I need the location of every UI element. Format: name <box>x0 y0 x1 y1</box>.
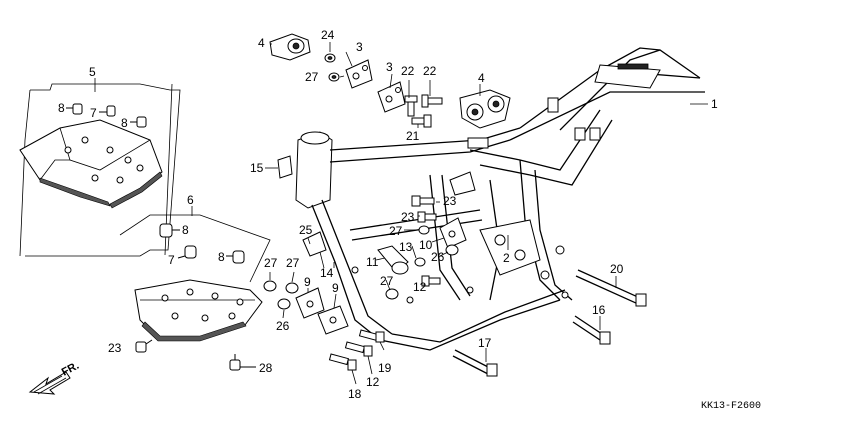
callout-24: 24 <box>321 28 335 42</box>
callout-27: 27 <box>264 256 278 270</box>
callout-14: 14 <box>320 266 334 280</box>
bolt-18 <box>328 353 357 371</box>
bolt-22-b <box>421 94 443 108</box>
callout-12: 12 <box>366 375 380 389</box>
washer-13 <box>414 257 426 267</box>
callout-8: 8 <box>58 101 65 115</box>
callout-27: 27 <box>286 256 300 270</box>
callout-12: 12 <box>413 280 427 294</box>
callout-3: 3 <box>356 40 363 54</box>
tensioner-11 <box>377 245 409 275</box>
callout-23: 23 <box>401 210 415 224</box>
engine-mount-4-right <box>459 89 511 129</box>
callout-6: 6 <box>187 193 194 207</box>
collar-26-mid <box>445 244 459 256</box>
callout-27: 27 <box>389 224 403 238</box>
callout-9: 9 <box>332 281 339 295</box>
callout-20: 20 <box>610 262 624 276</box>
skid-plate-lower <box>134 279 263 342</box>
callout-19: 19 <box>378 361 392 375</box>
callout-27: 27 <box>305 70 319 84</box>
bolt-23-lower <box>135 339 153 353</box>
callout-17: 17 <box>478 336 492 350</box>
callout-7: 7 <box>168 253 175 267</box>
callout-7: 7 <box>90 106 97 120</box>
bracket-10 <box>439 217 467 249</box>
bolt-20 <box>575 269 647 307</box>
bracket-9-a <box>295 287 325 319</box>
callout-labels: 1 2 3 3 4 4 5 6 7 7 8 8 8 8 9 9 10 11 12… <box>58 28 718 401</box>
callout-1: 1 <box>711 97 718 111</box>
callout-22: 22 <box>423 64 437 78</box>
front-direction-label: FR. <box>60 360 81 379</box>
bolt-28 <box>229 354 256 371</box>
callout-8: 8 <box>182 223 189 237</box>
bolt-12-lower <box>344 341 373 357</box>
bolt-12-mid <box>421 275 441 287</box>
skid-plate-lower-group <box>119 214 271 283</box>
washer-24 <box>324 53 336 63</box>
lower-fasteners <box>159 223 245 264</box>
bolt-19 <box>358 329 385 343</box>
collar-26-lower <box>277 298 291 310</box>
callout-26: 26 <box>431 250 445 264</box>
bolt-17 <box>452 349 498 377</box>
diagram-code: KK13-F2600 <box>701 401 761 412</box>
nut-27-top <box>328 72 340 82</box>
bracket-25 <box>302 231 327 257</box>
callout-8: 8 <box>121 116 128 130</box>
bracket-3-second <box>377 81 406 113</box>
callout-16: 16 <box>592 303 606 317</box>
callout-23: 23 <box>443 194 457 208</box>
label-plate-15 <box>277 155 293 179</box>
callout-11: 11 <box>366 255 379 269</box>
callout-26: 26 <box>276 319 290 333</box>
leader-lines <box>94 42 708 385</box>
callout-23: 23 <box>108 341 122 355</box>
bolt-22-a <box>404 95 418 117</box>
nut-27-mid2 <box>385 288 399 300</box>
bolt-21 <box>411 114 432 128</box>
callout-13: 13 <box>399 240 413 254</box>
callout-18: 18 <box>348 387 362 401</box>
callout-25: 25 <box>299 223 313 237</box>
nut-27-mid <box>418 225 430 235</box>
callout-21: 21 <box>406 129 420 143</box>
bolt-23-mid <box>411 195 435 207</box>
callout-10: 10 <box>419 238 433 252</box>
engine-mount-4-left <box>269 33 311 61</box>
callout-9: 9 <box>304 275 311 289</box>
main-frame <box>295 47 705 351</box>
nut-27-lower-b <box>285 282 299 294</box>
bracket-3-upper <box>345 59 373 89</box>
callout-8: 8 <box>218 250 225 264</box>
callout-27: 27 <box>380 274 394 288</box>
callout-28: 28 <box>259 361 273 375</box>
bracket-9-b <box>317 305 349 335</box>
callout-3: 3 <box>386 60 393 74</box>
callout-5: 5 <box>89 65 96 79</box>
callout-22: 22 <box>401 64 415 78</box>
bolt-16 <box>572 315 611 345</box>
front-direction-arrow <box>28 371 71 395</box>
skid-plate-upper <box>19 119 163 209</box>
upper-fasteners <box>66 103 147 128</box>
callout-15: 15 <box>250 161 264 175</box>
callout-4: 4 <box>478 71 485 85</box>
callout-2: 2 <box>503 251 510 265</box>
nut-27-lower-a <box>263 280 277 292</box>
bolt-23-mid2 <box>417 211 437 223</box>
callout-4: 4 <box>258 36 265 50</box>
